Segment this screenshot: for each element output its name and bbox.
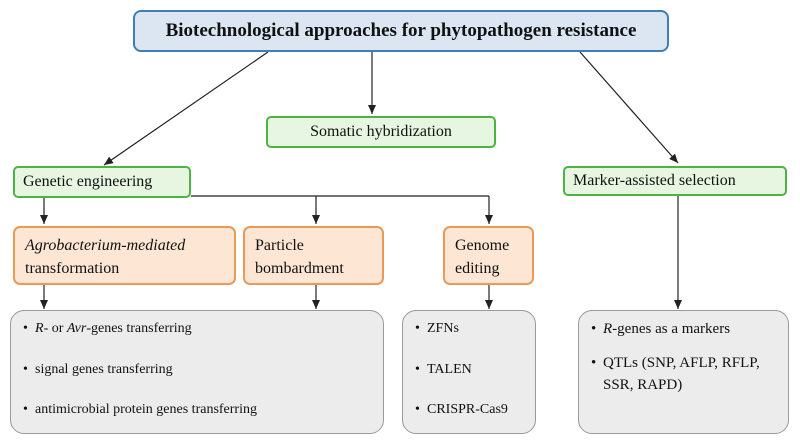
particle-label-line1: Particle [255,237,304,254]
arrow-title-to-marker [579,51,679,164]
item3-text: antimicrobial protein genes transferring [35,402,257,417]
mas-item1-tail: -genes as a markers [612,321,731,337]
r-italic: R [603,321,613,337]
agrobacterium-rest-label: transformation [25,260,120,277]
item2-text: signal genes transferring [35,362,173,377]
item1-tail: -genes transferring [86,321,192,336]
genetic-engineering-list: • R- or Avr-genes transferring • signal ge… [10,310,384,434]
talen-text: TALEN [427,362,472,377]
list-item: • QTLs (SNP, AFLP, RFLP, [591,355,760,372]
list-item-continuation: SSR, RAPD) [591,377,682,394]
crispr-text: CRISPR-Cas9 [427,402,508,417]
genome-editing-box: Genome editing [443,226,534,285]
diagram-title-text: Biotechnological approaches for phytopat… [165,20,637,41]
r-italic: R [35,321,44,336]
bullet-icon: • [591,321,597,337]
particle-bombardment-box: Particle bombardment [243,226,384,285]
bullet-icon: • [415,402,420,417]
bullet-icon: • [23,321,28,336]
list-item: • CRISPR-Cas9 [415,402,508,418]
marker-assisted-selection-box: Marker-assisted selection [563,166,787,196]
genome-label-line2: editing [455,260,500,277]
arrow-title-to-genetic [103,51,269,166]
list-item: • R-genes as a markers [591,321,730,338]
mas-item2-line1: QTLs (SNP, AFLP, RFLP, [603,355,760,371]
list-item: • TALEN [415,362,472,378]
bullet-icon: • [591,355,597,371]
list-item: • signal genes transferring [23,362,173,378]
genome-label-line1: Genome [455,237,510,254]
list-item: • R- or Avr-genes transferring [23,321,192,337]
diagram-title: Biotechnological approaches for phytopat… [133,10,669,52]
list-item: • antimicrobial protein genes transferrin… [23,402,257,418]
agrobacterium-italic-label: Agrobacterium-mediated [25,237,186,254]
marker-selection-list: • R-genes as a markers • QTLs (SNP, AFLP, … [578,310,789,434]
somatic-hybridization-label: Somatic hybridization [310,123,452,140]
bullet-icon: • [415,362,420,377]
item1-mid: - or [43,321,67,336]
bullet-icon: • [23,402,28,417]
somatic-hybridization-box: Somatic hybridization [266,116,496,148]
zfns-text: ZFNs [427,321,459,336]
mas-item2-line2: SSR, RAPD) [603,377,683,393]
bullet-icon: • [23,362,28,377]
list-item: • ZFNs [415,321,459,337]
particle-label-line2: bombardment [255,260,344,277]
avr-italic: Avr [66,321,87,336]
bullet-icon: • [415,321,420,336]
marker-assisted-selection-label: Marker-assisted selection [573,172,736,189]
agrobacterium-box: Agrobacterium-mediated transformation [13,226,236,285]
genetic-engineering-box: Genetic engineering [13,166,191,198]
genome-editing-list: • ZFNs • TALEN • CRISPR-Cas9 [402,310,536,434]
genetic-engineering-label: Genetic engineering [23,173,153,190]
